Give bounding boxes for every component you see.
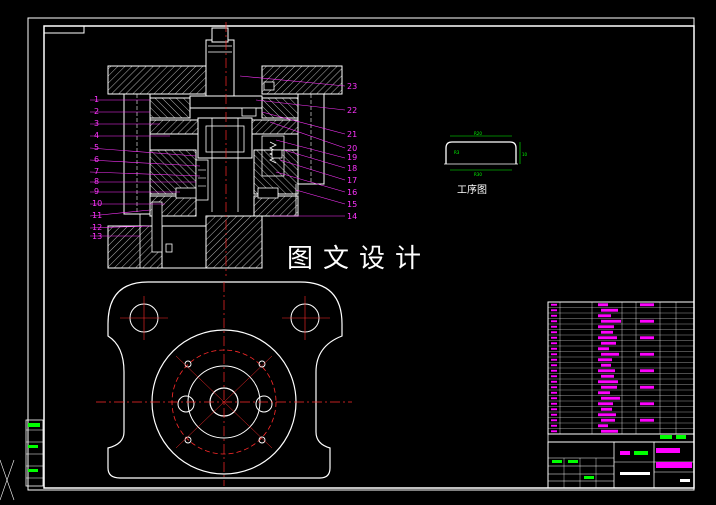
bom-row-index-mark [551,375,557,378]
bom-row-material-mark [640,319,654,323]
svg-text:R30: R30 [474,172,482,177]
title-block [547,441,695,489]
bom-row-mark [601,319,621,323]
bom-row-mark [601,341,616,345]
bom-row-index-mark [551,430,557,433]
drawing-border [27,17,695,491]
bom-row-index-mark [551,303,557,306]
part-number-2: 2 [94,107,99,116]
callout-numbers-left: 1 2 3 4 5 6 7 8 9 10 11 12 13 [92,95,102,241]
bom-row-index-mark [551,358,557,361]
part-number-22: 22 [347,106,357,115]
bom-row-index-mark [551,309,557,312]
bom-row-index-mark [551,386,557,389]
bom-row-index-mark [551,325,557,328]
plan-view [96,281,352,486]
bom-row-mark [598,402,613,406]
bom-row-mark [601,363,611,367]
part-number-19: 19 [347,153,357,162]
part-number-14: 14 [347,212,357,221]
process-diagram-label: 工序图 [457,185,487,196]
bom-table [547,301,695,443]
bom-row-index-mark [551,391,557,394]
part-number-4: 4 [94,131,99,140]
svg-text:R3: R3 [454,150,460,155]
bom-row-material-mark [640,352,654,356]
part-number-16: 16 [347,188,357,197]
part-number-15: 15 [347,200,357,209]
bom-row-index-mark [551,347,557,350]
bom-row-mark [598,314,611,318]
part-number-17: 17 [347,176,357,185]
bom-row-index-mark [551,419,557,422]
process-diagram: R20 R30 10 R3 [444,131,528,177]
part-number-10: 10 [92,199,102,208]
bom-row-material-mark [640,385,654,389]
bom-row-mark [598,347,609,351]
bom-row-mark [601,308,618,312]
part-number-20: 20 [347,144,357,153]
bom-row-mark [601,407,612,411]
bom-row-index-mark [551,353,557,356]
part-number-9: 9 [94,187,99,196]
section-view [107,22,343,276]
part-number-11: 11 [92,211,102,220]
bom-row-material-mark [640,336,654,340]
bom-row-mark [598,358,612,362]
part-number-1: 1 [94,95,99,104]
bom-row-index-mark [551,364,557,367]
callouts-left [89,99,201,237]
bom-row-index-mark [551,424,557,427]
part-number-13: 13 [92,232,102,241]
bom-row-index-mark [551,369,557,372]
bom-row-mark [598,325,614,329]
bom-row-mark [598,391,610,395]
bom-row-index-mark [551,342,557,345]
bom-row-material-mark [640,402,654,406]
bom-row-mark [598,413,616,417]
part-number-5: 5 [94,143,99,152]
svg-text:10: 10 [522,152,528,157]
part-number-3: 3 [94,119,99,128]
part-number-7: 7 [94,167,99,176]
bom-row-material-mark [640,418,654,422]
part-number-12: 12 [92,223,102,232]
bom-row-index-mark [551,397,557,400]
bom-row-index-mark [551,320,557,323]
bom-row-material-mark [640,303,654,307]
bom-row-mark [601,330,613,334]
part-number-21: 21 [347,130,357,139]
bom-row-index-mark [551,402,557,405]
part-number-18: 18 [347,164,357,173]
bom-row-mark [601,374,614,378]
bom-row-material-mark [640,369,654,373]
left-stamp-table [0,419,44,501]
part-number-23: 23 [347,82,357,91]
callouts-right [239,75,346,217]
bom-row-mark [598,336,617,340]
bom-row-mark [598,380,618,384]
bom-row-index-mark [551,408,557,411]
bom-row-mark [598,369,615,373]
bom-row-index-mark [551,380,557,383]
bom-row-index-mark [551,336,557,339]
part-number-8: 8 [94,177,99,186]
svg-text:R20: R20 [474,131,482,136]
bom-row-index-mark [551,314,557,317]
bom-row-mark [601,396,620,400]
bom-row-index-mark [551,413,557,416]
bom-row-mark [601,429,618,433]
bom-row-index-mark [551,331,557,334]
bom-row-mark [601,418,615,422]
watermark-text: 图文设计 [287,244,432,274]
bom-row-mark [598,303,608,307]
callout-numbers-right: 23 22 21 20 19 18 17 16 15 14 [347,82,357,221]
bom-row-mark [601,352,619,356]
bom-row-mark [601,385,617,389]
bom-row-mark [598,424,608,428]
part-number-6: 6 [94,155,99,164]
